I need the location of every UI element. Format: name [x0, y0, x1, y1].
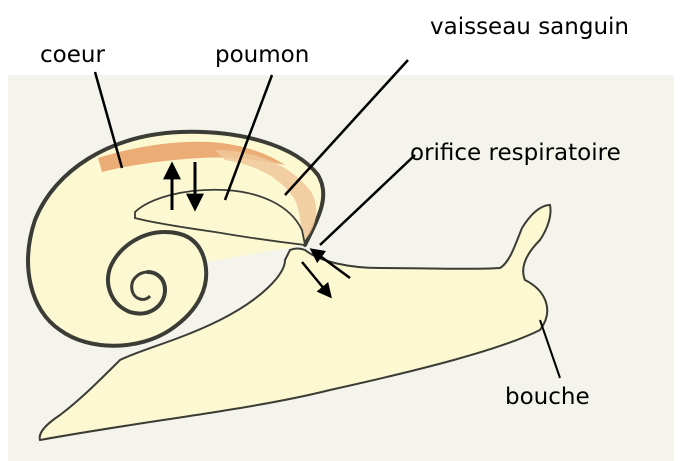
label-vaisseau-sanguin: vaisseau sanguin: [430, 14, 629, 40]
label-coeur: coeur: [40, 42, 105, 68]
label-orifice-respiratoire: orifice respiratoire: [410, 140, 621, 166]
label-poumon: poumon: [215, 42, 309, 68]
label-bouche: bouche: [505, 384, 590, 410]
